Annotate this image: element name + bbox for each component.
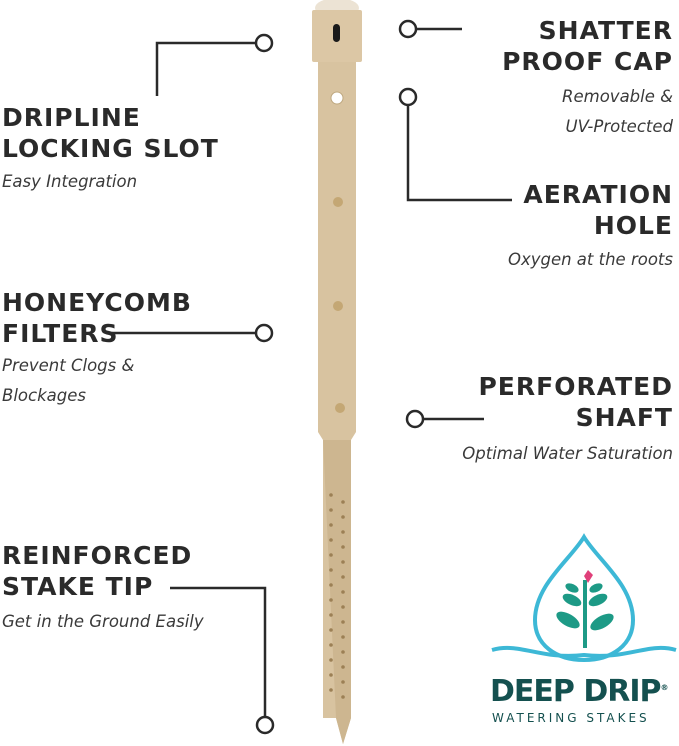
dripline-subtitle: Easy Integration	[2, 172, 138, 191]
perforation-hole	[341, 605, 345, 609]
perforation-hole	[329, 538, 333, 542]
stake-tip-subtitle: Get in the Ground Easily	[2, 612, 204, 631]
honeycomb-subtitle: Prevent Clogs &Blockages	[2, 356, 135, 405]
honeycomb-filter	[335, 403, 345, 413]
perforation-hole	[341, 545, 345, 549]
logo-brand: DEEP DRIP®	[490, 674, 668, 709]
registered-mark: ®	[660, 683, 668, 692]
perforation-hole	[329, 598, 333, 602]
perforation-hole	[341, 680, 345, 684]
perforation-hole	[329, 613, 333, 617]
brand-logo	[491, 533, 677, 663]
perforation-hole	[329, 628, 333, 632]
aeration-hole	[330, 91, 344, 105]
perforation-hole	[329, 583, 333, 587]
locking-slot	[333, 24, 340, 42]
perforation-hole	[329, 658, 333, 662]
perforation-hole	[341, 530, 345, 534]
perforation-hole	[341, 500, 345, 504]
perforation-hole	[341, 575, 345, 579]
perforation-hole	[329, 643, 333, 647]
perforation-hole	[329, 493, 333, 497]
perforations	[329, 493, 345, 699]
stake	[312, 0, 362, 744]
perforation-hole	[341, 590, 345, 594]
perforation-hole	[329, 523, 333, 527]
perforation-hole	[341, 560, 345, 564]
perforation-hole	[341, 620, 345, 624]
aeration-subtitle: Oxygen at the roots	[507, 250, 673, 269]
perforation-hole	[341, 650, 345, 654]
leader-lines	[112, 19, 512, 735]
cap-subtitle: Removable &UV-Protected	[562, 87, 673, 136]
perforation-hole	[341, 515, 345, 519]
perforation-hole	[341, 665, 345, 669]
perforation-hole	[341, 635, 345, 639]
perforation-hole	[329, 568, 333, 572]
perforation-hole	[329, 508, 333, 512]
perforation-hole	[329, 688, 333, 692]
perforated-subtitle: Optimal Water Saturation	[462, 444, 673, 463]
perforation-hole	[329, 673, 333, 677]
honeycomb-filter	[333, 301, 343, 311]
perforation-hole	[329, 553, 333, 557]
logo-tagline: WATERING STAKES	[492, 711, 650, 725]
honeycomb-filter	[333, 197, 343, 207]
perforation-hole	[341, 695, 345, 699]
